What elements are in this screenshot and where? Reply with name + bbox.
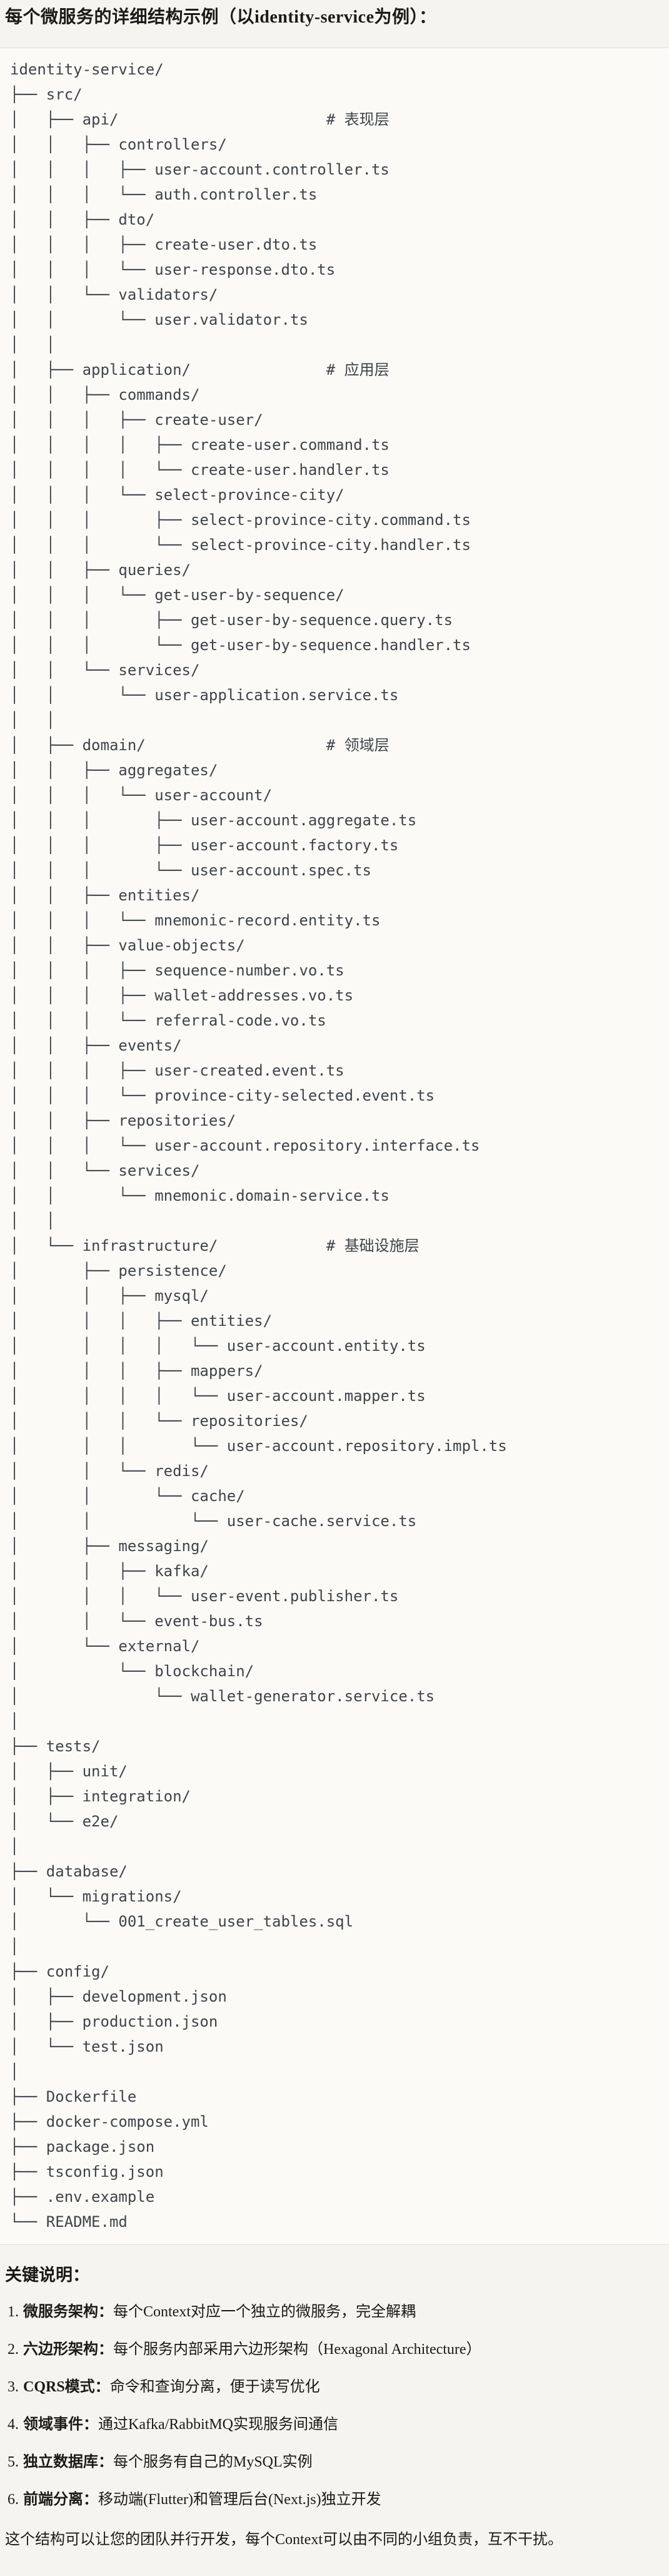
note-number: 5. [8, 2454, 19, 2470]
note-term: 领域事件： [23, 2416, 98, 2433]
closing-paragraph: 这个结构可以让您的团队并行开发，每个Context可以由不同的小组负责，互不干扰… [5, 2532, 563, 2548]
note-term: 独立数据库： [23, 2454, 113, 2470]
note-item: 4.领域事件：通过Kafka/RabbitMQ实现服务间通信 [8, 2414, 663, 2435]
note-number: 6. [8, 2492, 19, 2508]
note-item: 2.六边形架构：每个服务内部采用六边形架构（Hexagonal Architec… [8, 2339, 663, 2360]
file-tree-code-block: identity-service/ ├── src/ │ ├── api/ # … [0, 48, 669, 2245]
note-term: 微服务架构： [23, 2304, 113, 2320]
notes-section: 关键说明： 1.微服务架构：每个Context对应一个独立的微服务，完全解耦 2… [0, 2245, 669, 2567]
note-description: 移动端(Flutter)和管理后台(Next.js)独立开发 [98, 2492, 381, 2508]
note-description: 每个Context对应一个独立的微服务，完全解耦 [113, 2304, 416, 2320]
note-number: 1. [8, 2304, 19, 2320]
note-term: 六边形架构： [23, 2341, 113, 2358]
document-header: 每个微服务的详细结构示例（以identity-service为例）： [0, 0, 669, 48]
note-item: 6.前端分离：移动端(Flutter)和管理后台(Next.js)独立开发 [8, 2489, 663, 2510]
note-number: 3. [8, 2379, 19, 2395]
notes-heading: 关键说明： [5, 2266, 89, 2284]
notes-list: 1.微服务架构：每个Context对应一个独立的微服务，完全解耦 2.六边形架构… [5, 2301, 663, 2510]
note-item: 5.独立数据库：每个服务有自己的MySQL实例 [8, 2451, 663, 2473]
note-number: 2. [8, 2341, 19, 2358]
note-description: 通过Kafka/RabbitMQ实现服务间通信 [98, 2416, 338, 2433]
note-term: CQRS模式： [23, 2379, 110, 2395]
page-title: 每个微服务的详细结构示例（以identity-service为例）： [5, 8, 437, 27]
note-term: 前端分离： [23, 2492, 98, 2508]
note-description: 每个服务有自己的MySQL实例 [113, 2454, 313, 2470]
note-item: 3.CQRS模式：命令和查询分离，便于读写优化 [8, 2376, 663, 2398]
note-description: 命令和查询分离，便于读写优化 [109, 2379, 320, 2395]
note-item: 1.微服务架构：每个Context对应一个独立的微服务，完全解耦 [8, 2301, 663, 2323]
note-description: 每个服务内部采用六边形架构（Hexagonal Architecture） [113, 2341, 481, 2358]
note-number: 4. [8, 2416, 19, 2433]
